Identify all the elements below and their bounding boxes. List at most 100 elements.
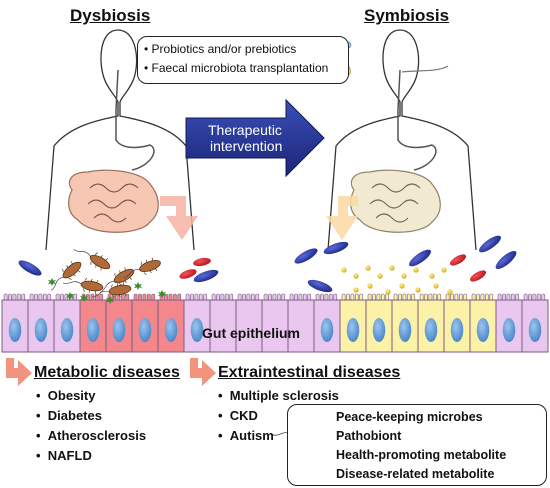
pathobiont (50, 261, 82, 291)
pathobiont (73, 248, 111, 271)
epithelium-label: Gut epithelium (202, 325, 300, 341)
red-microbe (193, 257, 211, 267)
epithelial-cell (53, 293, 81, 353)
health-promoting-metabolite (365, 265, 371, 271)
right-intestine (350, 169, 441, 233)
health-promoting-metabolite (353, 287, 359, 293)
cell-nucleus (112, 318, 126, 342)
right-down-arrow (326, 196, 358, 240)
epithelial-cell (209, 293, 237, 353)
peace-keeping-microbe (323, 241, 349, 255)
disease-related-metabolite (79, 294, 89, 302)
metabolic-item: • Obesity (36, 388, 96, 403)
peace-keeping-microbe (495, 250, 517, 270)
epithelial-cell (235, 293, 263, 353)
extraintestinal-item-text: CKD (229, 408, 258, 423)
cell-nucleus (528, 318, 542, 342)
epithelial-cell (131, 293, 159, 353)
epithelial-cell (1, 293, 29, 353)
callout-item: • Faecal microbiota transplantation (144, 61, 329, 75)
left-intestine (68, 169, 159, 233)
metabolic-item: • NAFLD (36, 448, 92, 463)
health-promoting-metabolite (415, 287, 421, 293)
left-body-outline (45, 29, 195, 251)
extraintestinal-item: • Multiple sclerosis (218, 388, 339, 403)
cell-nucleus (60, 318, 74, 342)
legend-label: Health-promoting metabolite (336, 448, 507, 462)
extraintestinal-item-text: Autism (229, 428, 274, 443)
callout-item-text: Faecal microbiota transplantation (151, 61, 329, 75)
health-promoting-metabolite (433, 283, 439, 289)
pathobiont (99, 267, 135, 293)
peace-keeping-microbe (193, 269, 219, 283)
legend-label: Peace-keeping microbes (336, 410, 483, 424)
extraintestinal-arrow (190, 358, 216, 386)
epithelial-cell (261, 293, 289, 353)
peace-keeping-microbe (479, 235, 501, 253)
disease-related-metabolite (47, 278, 57, 286)
health-promoting-metabolite (353, 273, 359, 279)
gut-epithelium (1, 293, 549, 353)
epithelial-cell (183, 293, 211, 353)
epithelial-cell (27, 293, 55, 353)
microbe-layer (18, 235, 517, 304)
health-promoting-metabolite (447, 289, 453, 295)
health-promoting-metabolite (441, 267, 447, 273)
intervention-label-line2: intervention (210, 138, 283, 154)
peace-keeping-microbe (307, 279, 333, 293)
pathobiont (123, 257, 161, 279)
health-promoting-metabolite (389, 265, 395, 271)
red-microbe (449, 254, 467, 266)
disease-related-metabolite (133, 282, 143, 290)
extraintestinal-item: • Autism (218, 428, 274, 443)
cell-nucleus (190, 318, 204, 342)
cell-nucleus (398, 318, 412, 342)
epithelial-cell (79, 293, 107, 353)
metabolic-arrow (6, 358, 32, 386)
metabolic-item: • Atherosclerosis (36, 428, 147, 443)
health-promoting-metabolite (413, 267, 419, 273)
metabolic-item-text: Atherosclerosis (47, 428, 147, 443)
intervention-callout-box: • Probiotics and/or prebiotics • Faecal … (137, 36, 349, 84)
metabolic-item-text: NAFLD (47, 448, 92, 463)
health-promoting-metabolite (401, 273, 407, 279)
health-promoting-metabolite (377, 273, 383, 279)
disease-related-metabolite (65, 292, 75, 300)
health-promoting-metabolite (385, 289, 391, 295)
red-microbe (179, 269, 197, 279)
cell-nucleus (424, 318, 438, 342)
epithelial-cell (521, 293, 549, 353)
cell-nucleus (8, 318, 22, 342)
disease-related-metabolite (157, 290, 167, 298)
left-down-arrow (160, 196, 198, 240)
epithelial-cell (105, 293, 133, 353)
cell-nucleus (502, 318, 516, 342)
right-digestive-tract (397, 65, 449, 171)
epithelial-cell (417, 293, 445, 353)
metabolic-item-text: Obesity (47, 388, 96, 403)
extraintestinal-item: • CKD (218, 408, 258, 423)
callout-item-text: Probiotics and/or prebiotics (151, 42, 297, 56)
epithelial-cell (313, 293, 341, 353)
legend-box: Peace-keeping microbes Pathobiont Health… (287, 404, 547, 486)
right-body-outline (327, 29, 477, 251)
cell-nucleus (346, 318, 360, 342)
metabolic-heading: Metabolic diseases (34, 364, 180, 381)
extraintestinal-heading: Extraintestinal diseases (218, 364, 401, 381)
epithelial-cell (495, 293, 523, 353)
pathobiont (62, 277, 104, 294)
epithelial-cell (469, 293, 497, 353)
health-promoting-metabolite (399, 283, 405, 289)
cell-nucleus (138, 318, 152, 342)
epithelial-cell (443, 293, 471, 353)
red-microbe (469, 270, 487, 282)
health-promoting-metabolite (367, 283, 373, 289)
cell-nucleus (320, 318, 334, 342)
cell-nucleus (476, 318, 490, 342)
epithelial-cell (391, 293, 419, 353)
dysbiosis-title: Dysbiosis (70, 6, 151, 25)
disease-related-metabolite (105, 296, 115, 304)
metabolic-item: • Diabetes (36, 408, 102, 423)
pathobiont (91, 282, 132, 299)
